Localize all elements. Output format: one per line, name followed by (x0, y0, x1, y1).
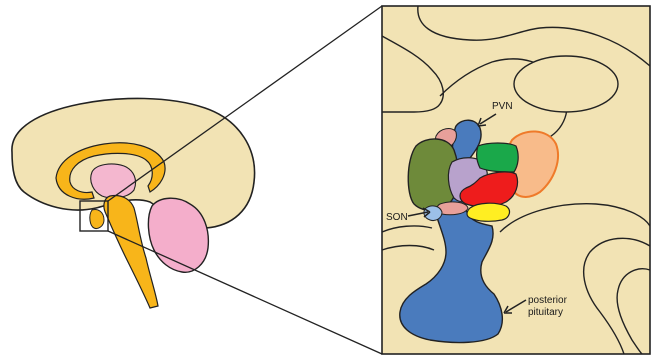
zoom-panel: PVN SON posterior pituitary (382, 6, 650, 354)
green-nucleus (477, 143, 518, 172)
posterior-pituitary-label-line1: posterior (528, 295, 568, 306)
yellow-nucleus (467, 203, 509, 221)
son-label: SON (386, 212, 408, 223)
oval-structure (514, 56, 618, 112)
thalamus (91, 164, 136, 198)
pituitary-stalk-small (90, 209, 104, 228)
posterior-pituitary-label-line2: pituitary (528, 307, 563, 318)
son-light-blue-nucleus (424, 206, 442, 221)
pvn-label: PVN (492, 101, 513, 112)
whole-brain-view (12, 98, 255, 308)
